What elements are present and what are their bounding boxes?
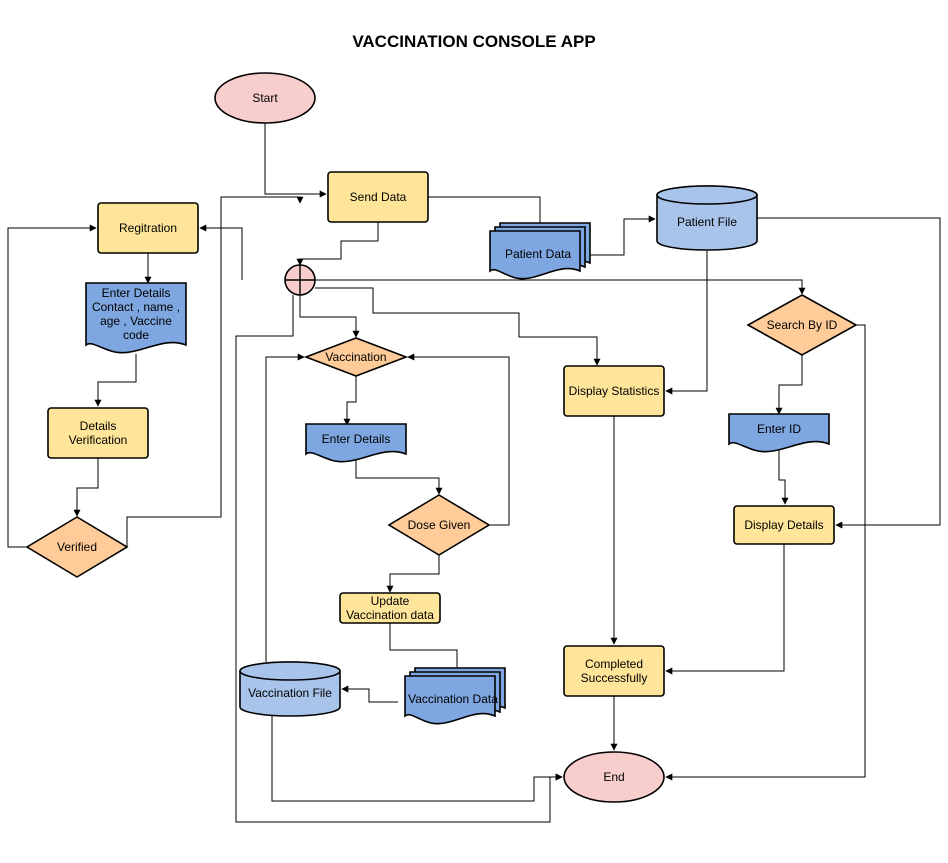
enter-details-reg-label: age , Vaccine [100, 314, 172, 328]
update-vaccination-label: Vaccination data [346, 608, 434, 622]
edge-junction-to-end [235, 295, 563, 823]
edge-junction-to-display-statistics [315, 287, 601, 366]
vaccination-file-node: Vaccination File [239, 661, 341, 717]
edge-vaccination-file-to-end [271, 716, 563, 802]
edge-verified-to-send-data [126, 196, 304, 547]
edge-verified-to-registration [7, 224, 97, 548]
edge-junction-to-registration [199, 224, 243, 280]
edge-patient-data-to-patient-file [590, 215, 656, 256]
enter-id-label: Enter ID [757, 422, 801, 436]
edge-search-by-id-to-end [665, 324, 866, 781]
enter-details-reg-label: Enter Details [102, 286, 171, 300]
edge-dose-given-to-vaccination [407, 353, 510, 526]
patient-data-label: Patient Data [505, 247, 571, 261]
enter-details-reg-label: Contact , name , [92, 300, 180, 314]
edge-display-details-to-completed [665, 544, 785, 675]
edge-patient-file-to-display-details [757, 217, 941, 529]
edge-vaccination-data-to-vaccination-file [341, 685, 398, 703]
vaccination-file-label: Vaccination File [248, 686, 332, 700]
dose-given-node: Dose Given [387, 494, 491, 556]
patient-file-label: Patient File [677, 215, 737, 229]
display-details-node: Display Details [733, 505, 835, 545]
send-data-node: Send Data [327, 171, 429, 223]
edge-vaccination-to-enter-details-vac [343, 376, 357, 426]
edge-enter-details-vac-to-dose-given [355, 460, 443, 495]
registration-label: Regitration [119, 221, 177, 235]
verified-node: Verified [25, 516, 129, 578]
enter-details-vac-label: Enter Details [322, 432, 391, 446]
vaccination-data-label: Vaccination Data [408, 692, 498, 706]
edge-vaccination-file-to-vaccination [265, 353, 305, 662]
dose-given-label: Dose Given [408, 518, 471, 532]
edge-patient-file-to-display-statistics [665, 251, 708, 395]
search-by-id-node: Search By ID [746, 294, 858, 356]
display-details-label: Display Details [744, 518, 823, 532]
details-verification-label: Verification [69, 433, 128, 447]
update-vaccination-label: Update [371, 594, 410, 608]
end-label: End [603, 770, 624, 784]
details-verification-label: Details [80, 419, 117, 433]
completed-label: Completed [585, 657, 643, 671]
vaccination-label: Vaccination [325, 350, 386, 364]
display-statistics-node: Display Statistics [563, 365, 665, 417]
verified-label: Verified [57, 540, 97, 554]
end-node: End [563, 751, 665, 803]
edge-junction-to-search-by-id [315, 279, 806, 295]
start-node: Start [214, 72, 316, 124]
junction-node [284, 264, 316, 296]
display-statistics-label: Display Statistics [569, 384, 660, 398]
enter-details-reg-label: code [123, 328, 149, 342]
diagram-title: VACCINATION CONSOLE APP [352, 32, 596, 51]
edge-enter-id-to-display-details [778, 450, 789, 505]
edge-send-data-to-junction [296, 222, 379, 266]
vaccination-node: Vaccination [303, 337, 409, 377]
search-by-id-label: Search By ID [767, 318, 838, 332]
edge-send-data-to-patient-data [428, 196, 544, 230]
edge-junction-to-vaccination [299, 295, 360, 338]
send-data-label: Send Data [350, 190, 407, 204]
edge-search-by-id-to-enter-id [775, 355, 803, 415]
patient-data-node: Patient Data [489, 222, 591, 280]
start-label: Start [252, 91, 278, 105]
edge-update-vaccination-to-vaccination-data [389, 623, 461, 677]
vaccination-data-node: Vaccination Data [404, 667, 506, 725]
edge-dose-given-to-update-vaccination [386, 555, 440, 593]
patient-file-node: Patient File [656, 185, 758, 251]
enter-details-vac-node: Enter Details [305, 423, 407, 463]
enter-id-node: Enter ID [728, 413, 830, 453]
edge-start-to-send-data [264, 123, 327, 198]
edge-enter-details-reg-to-details-verification [94, 354, 137, 407]
edge-details-verification-to-verified [73, 458, 99, 517]
registration-node: Regitration [97, 202, 199, 254]
completed-label: Successfully [581, 671, 648, 685]
